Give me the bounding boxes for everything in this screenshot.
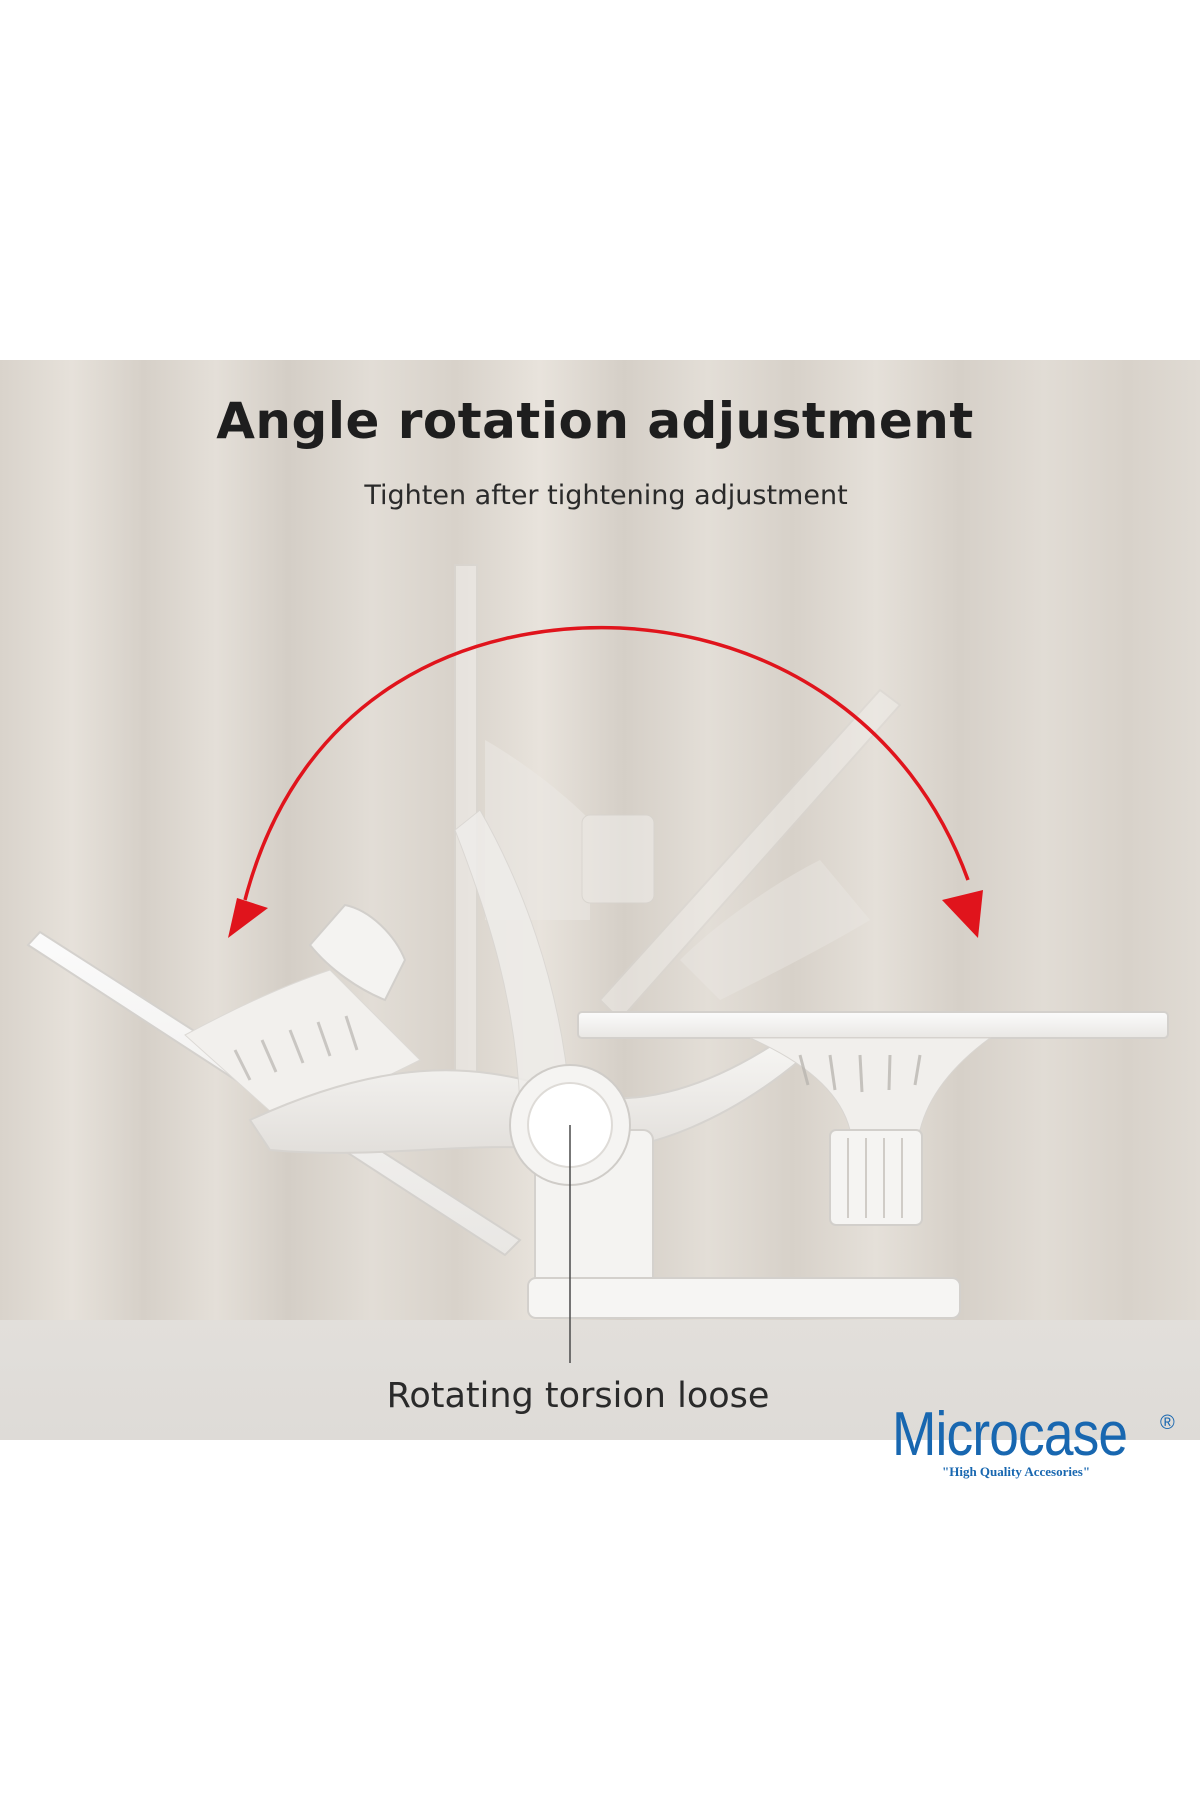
- page-subtitle: Tighten after tightening adjustment: [364, 480, 848, 511]
- rotation-arrow: [243, 625, 970, 901]
- stand-illustration: [26, 564, 1169, 1363]
- page-title: Angle rotation adjustment: [216, 392, 974, 450]
- brand-name: Microcase: [892, 1400, 1128, 1469]
- brand-tagline: "High Quality Accesories": [942, 1464, 1091, 1479]
- arrow-head-right: [942, 890, 983, 938]
- arrow-head-left: [228, 898, 268, 938]
- callout-label: Rotating torsion loose: [386, 1376, 770, 1416]
- registered-mark: ®: [1160, 1412, 1175, 1434]
- table-surface: [0, 1320, 1200, 1440]
- plate-right-horizontal: [577, 1011, 1169, 1226]
- plate-left-tilted: [26, 903, 522, 1257]
- brand-logo: Microcase ® "High Quality Accesories": [880, 1402, 1180, 1482]
